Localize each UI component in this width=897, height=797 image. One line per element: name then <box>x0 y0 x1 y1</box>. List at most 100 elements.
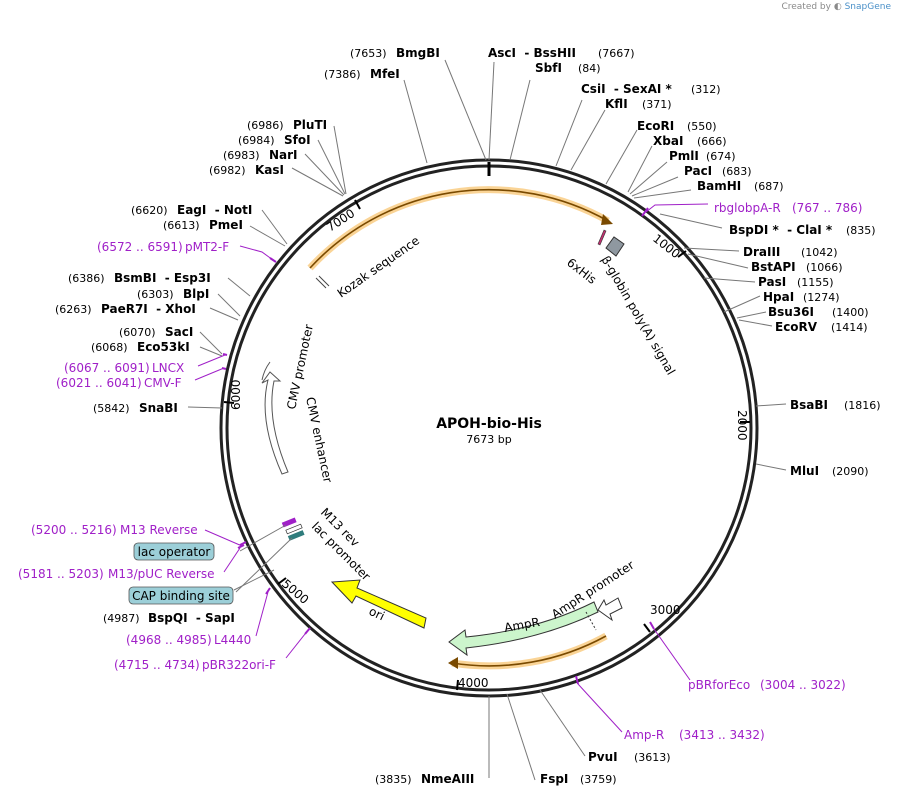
site-name-ecorv: EcoRV <box>775 320 818 334</box>
ampr-promoter-dotted <box>585 611 597 631</box>
site-pos-bsu36i: (1400) <box>832 306 869 319</box>
site-pos-eco53ki: (6068) <box>91 341 128 354</box>
site-pos-nari: (6983) <box>223 149 260 162</box>
feature-cap-binding-site: CAP binding site <box>132 589 230 603</box>
site-name-bamhi: BamHI <box>697 179 741 193</box>
site-pos-pasi: (1155) <box>797 276 834 289</box>
feature-beta-globin-polya: β-globin poly(A) signal <box>598 254 678 378</box>
primer-name-pmt2-f: pMT2-F <box>185 240 229 254</box>
site-name-csii-sexai: CsiI - SexAI * <box>581 82 672 96</box>
site-name-eco53ki: Eco53kI <box>137 340 190 354</box>
ampr-cds-arc <box>451 635 607 667</box>
site-name-bspdi-clai: BspDI * - ClaI * <box>729 223 833 237</box>
site-name-draiii: DraIII <box>743 245 780 259</box>
primer-range-rbglobpa-r: (767 .. 786) <box>792 201 862 215</box>
primer-name-cmv-f: CMV-F <box>144 376 182 390</box>
site-name-pmei: PmeI <box>209 218 243 232</box>
site-pos-ecori: (550) <box>687 120 717 133</box>
site-pos-fspi: (3759) <box>580 773 617 786</box>
site-pos-bspqi-sapi: (4987) <box>103 612 140 625</box>
primer-name-lncx: LNCX <box>152 361 184 375</box>
site-name-hpai: HpaI <box>763 290 794 304</box>
site-pos-sbfi: (84) <box>578 62 601 75</box>
feature-6xhis-mark <box>597 229 607 246</box>
cmv-promoter-arrow <box>261 361 271 381</box>
site-name-nari: NarI <box>269 148 298 162</box>
site-name-bsmbi-esp3i: BsmBI - Esp3I <box>114 271 211 285</box>
site-pos-xbai: (666) <box>697 135 727 148</box>
ampr-promoter-arrow <box>597 597 623 622</box>
feature-ori: ori <box>367 604 387 623</box>
lac-promoter-mark <box>285 523 303 535</box>
snapgene-logo-icon: ◐ <box>833 2 842 12</box>
site-pos-asci-bsshii: (7667) <box>598 47 635 60</box>
site-pos-bamhi: (687) <box>754 180 784 193</box>
plasmid-name: APOH-bio-His <box>436 416 542 432</box>
site-pos-pluti: (6986) <box>247 119 284 132</box>
feature-cmv-enhancer: CMV enhancer <box>303 396 335 484</box>
polya-signal-shape <box>605 236 625 257</box>
cmv-enhancer-arrow <box>261 371 289 475</box>
primer-range-m13puc-reverse: (5181 .. 5203) <box>18 567 104 581</box>
feature-lac-operator: lac operator <box>138 545 211 559</box>
site-pos-nmeaiii: (3835) <box>375 773 412 786</box>
credit-prefix: Created by <box>781 2 831 12</box>
site-name-fspi: FspI <box>540 772 568 786</box>
site-name-nmeaiii: NmeAIII <box>421 772 474 786</box>
site-name-mfei: MfeI <box>370 67 400 81</box>
site-pos-bmgbi: (7653) <box>350 47 387 60</box>
primer-name-pbr322ori-f: pBR322ori-F <box>202 658 276 672</box>
site-name-snabi: SnaBI <box>139 401 178 415</box>
site-name-bsu36i: Bsu36I <box>768 305 814 319</box>
primer-range-m13-reverse: (5200 .. 5216) <box>31 523 117 537</box>
site-name-pvui: PvuI <box>588 750 618 764</box>
site-name-kasi: KasI <box>255 163 284 177</box>
site-pos-pmei: (6613) <box>163 219 200 232</box>
site-pos-bspdi-clai: (835) <box>846 224 876 237</box>
site-name-xbai: XbaI <box>653 134 683 148</box>
plasmid-size: 7673 bp <box>466 433 511 446</box>
site-name-bstapi: BstAPI <box>751 260 796 274</box>
site-pos-mfei: (7386) <box>324 68 361 81</box>
site-name-ecori: EcoRI <box>637 119 674 133</box>
primer-range-amp-r: (3413 .. 3432) <box>679 728 765 742</box>
site-name-sbfi: SbfI <box>535 61 562 75</box>
site-pos-eagi-noti: (6620) <box>131 204 168 217</box>
site-name-blpi: BlpI <box>183 287 209 301</box>
site-name-asci-bsshii: AscI - BssHII <box>488 46 576 60</box>
site-name-bspqi-sapi: BspQI - SapI <box>148 611 235 625</box>
primer-name-amp-r: Amp-R <box>624 728 664 742</box>
site-name-bsabi: BsaBI <box>790 398 828 412</box>
site-name-bmgbi: BmgBI <box>396 46 440 60</box>
primer-name-l4440: L4440 <box>214 633 251 647</box>
site-pos-snabi: (5842) <box>93 402 130 415</box>
primer-leaders <box>194 203 709 733</box>
ori-arrow <box>330 579 427 629</box>
site-pos-saci: (6070) <box>119 326 156 339</box>
site-pos-kfli: (371) <box>642 98 672 111</box>
ampr-arrow <box>448 601 599 657</box>
kozak-mark-1 <box>315 277 327 289</box>
ampr-cds-arc-arrowhead <box>448 657 458 669</box>
primer-range-pmt2-f: (6572 .. 6591) <box>97 240 183 254</box>
primer-range-l4440: (4968 .. 4985) <box>126 633 212 647</box>
site-name-paer7i-xhoi: PaeR7I - XhoI <box>101 302 196 316</box>
site-name-pasi: PasI <box>758 275 786 289</box>
site-name-eagi-noti: EagI - NotI <box>177 203 252 217</box>
orf-arc-top-arrowhead <box>601 214 613 225</box>
site-leaders <box>187 59 787 781</box>
site-pos-hpai: (1274) <box>803 291 840 304</box>
snapgene-credit: Created by ◐ SnapGene <box>781 2 891 12</box>
major-ticks <box>223 199 750 691</box>
site-pos-draiii: (1042) <box>801 246 838 259</box>
site-pos-ecorv: (1414) <box>831 321 868 334</box>
primer-name-m13-reverse: M13 Reverse <box>120 523 198 537</box>
orf-arc-top <box>309 188 609 269</box>
credit-brand: SnapGene <box>844 2 891 12</box>
feature-6xhis: 6xHis <box>564 255 599 287</box>
tick-label-6000: 6000 <box>229 379 243 410</box>
primer-range-pbrforeco: (3004 .. 3022) <box>760 678 846 692</box>
cap-binding-site-box <box>128 586 234 605</box>
site-pos-paci: (683) <box>722 165 752 178</box>
